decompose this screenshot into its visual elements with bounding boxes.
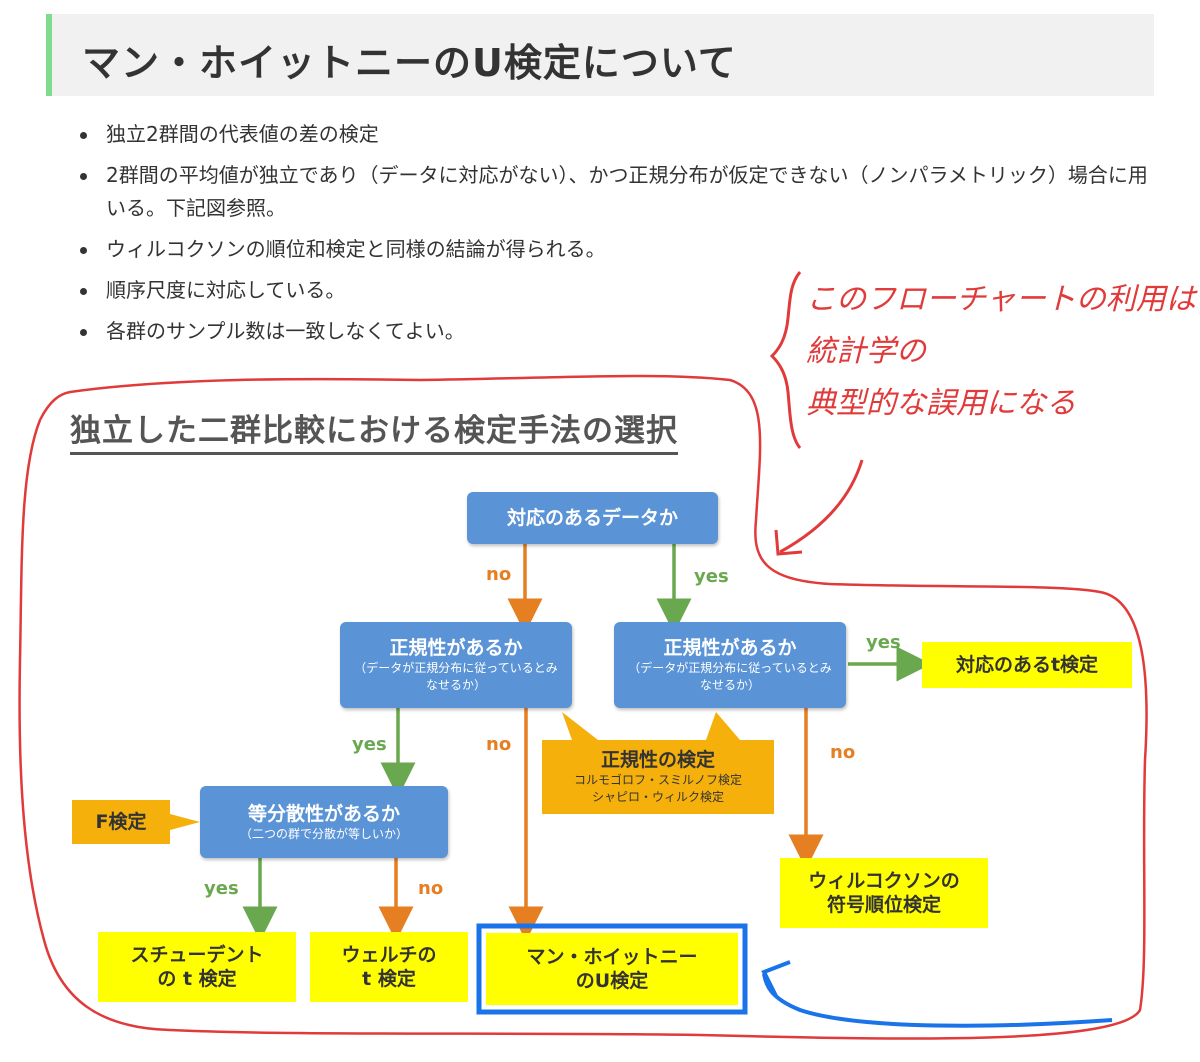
red-brace-stroke <box>769 271 802 449</box>
edge-label-no: no <box>486 734 512 755</box>
node-label: マン・ホイットニー <box>526 946 698 968</box>
page-title: マン・ホイットニーのU検定について <box>82 41 737 85</box>
callout-pointer <box>562 712 598 740</box>
node-sublabel: （二つの群で分散が等しいか） <box>239 826 408 841</box>
heading-bar: マン・ホイットニーのU検定について <box>46 14 1154 96</box>
node-student-t-test: スチューデント の t 検定 <box>98 932 296 1002</box>
node-welch-t-test: ウェルチの t 検定 <box>310 932 468 1002</box>
node-label: 対応のあるデータか <box>506 507 678 529</box>
blue-arrow-head <box>761 960 791 997</box>
node-sublabel: （データが正規分布に従っているとみなせるか） <box>628 661 832 692</box>
edge-label-no: no <box>486 564 512 585</box>
node-label: F検定 <box>95 811 147 833</box>
red-arrow-head <box>774 529 803 556</box>
blue-arrow-stroke <box>762 973 1113 1028</box>
node-label: ウィルコクソンの <box>808 870 960 892</box>
node-f-test: F検定 <box>72 800 170 844</box>
edge-label-yes: yes <box>694 566 729 587</box>
node-paired-t-test: 対応のあるt検定 <box>922 642 1132 688</box>
node-label: ウェルチの <box>341 944 437 966</box>
node-sublabel: （データが正規分布に従っているとみなせるか） <box>354 661 558 692</box>
edge-label-yes: yes <box>204 878 239 899</box>
node-label: の t 検定 <box>157 968 237 990</box>
red-arrow-stroke <box>779 459 864 554</box>
node-sublabel: コルモゴロフ・スミルノフ検定 <box>573 773 742 787</box>
node-label: 符号順位検定 <box>826 894 941 916</box>
blue-highlight-box <box>476 923 748 1015</box>
note-line: 統計学の <box>806 334 926 369</box>
node-label: 正規性の検定 <box>600 749 715 771</box>
red-enclosure-stroke <box>18 374 1148 1040</box>
node-normality-test: 正規性の検定 コルモゴロフ・スミルノフ検定 シャピロ・ウィルク検定 <box>542 740 774 814</box>
node-wilcoxon-signed-rank: ウィルコクソンの 符号順位検定 <box>780 858 988 928</box>
edge-label-no: no <box>830 742 856 763</box>
node-label: 等分散性があるか <box>247 802 400 825</box>
node-paired-question: 対応のあるデータか <box>467 492 718 544</box>
list-item: ウィルコクソンの順位和検定と同様の結論が得られる。 <box>80 233 1160 266</box>
node-normality-right: 正規性があるか （データが正規分布に従っているとみなせるか） <box>614 622 846 708</box>
note-line: このフローチャートの利用は <box>806 282 1196 317</box>
node-sublabel: シャピロ・ウィルク検定 <box>591 790 724 804</box>
edge-label-no: no <box>418 878 444 899</box>
handwritten-note: このフローチャートの利用は 統計学の 典型的な誤用になる <box>806 274 1196 430</box>
node-label: のU検定 <box>575 970 649 992</box>
list-item: 順序尺度に対応している。 <box>80 274 1160 307</box>
node-mann-whitney-u-test: マン・ホイットニー のU検定 <box>486 933 738 1005</box>
list-item: 各群のサンプル数は一致しなくてよい。 <box>80 315 1160 348</box>
node-normality-left: 正規性があるか （データが正規分布に従っているとみなせるか） <box>340 622 572 708</box>
node-equal-variance: 等分散性があるか （二つの群で分散が等しいか） <box>200 786 448 858</box>
node-label: t 検定 <box>362 968 416 990</box>
note-line: 典型的な誤用になる <box>806 386 1076 421</box>
bullet-list: 独立2群間の代表値の差の検定 2群間の平均値が独立であり（データに対応がない）、… <box>80 118 1160 356</box>
edge-label-yes: yes <box>866 632 901 653</box>
flowchart-title: 独立した二群比較における検定手法の選択 <box>70 405 678 455</box>
node-label: スチューデント <box>130 944 264 966</box>
edge-label-yes: yes <box>352 734 387 755</box>
node-label: 対応のあるt検定 <box>955 654 1099 676</box>
callout-pointer <box>170 814 200 830</box>
node-label: 正規性があるか <box>389 637 523 659</box>
node-label: 正規性があるか <box>663 637 797 659</box>
callout-pointer <box>706 712 740 740</box>
list-item: 2群間の平均値が独立であり（データに対応がない）、かつ正規分布が仮定できない（ノ… <box>80 159 1160 225</box>
list-item: 独立2群間の代表値の差の検定 <box>80 118 1160 151</box>
